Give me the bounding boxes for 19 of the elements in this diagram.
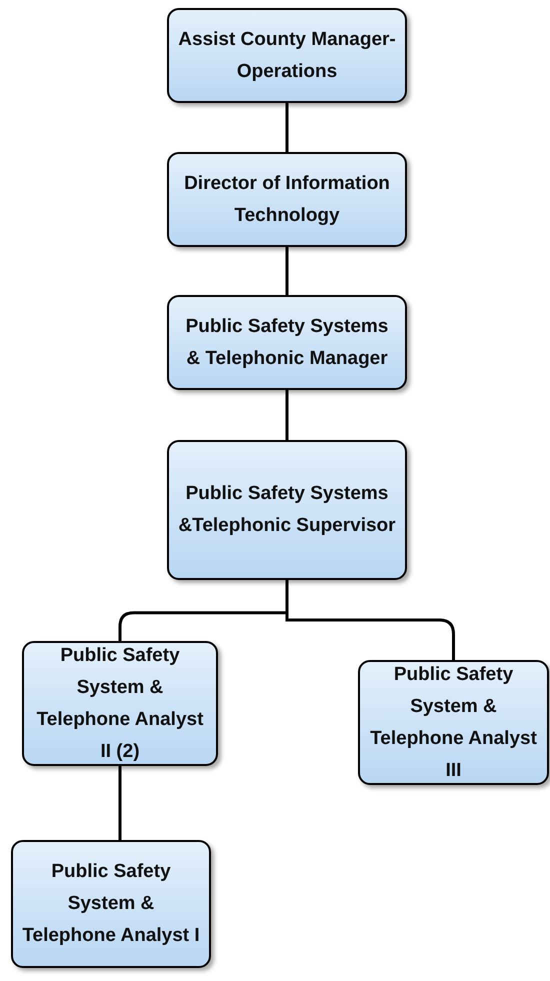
connector-line xyxy=(118,766,122,840)
position-box xyxy=(167,8,407,103)
position-box xyxy=(11,840,211,968)
position-box xyxy=(167,152,407,247)
position-title: Director of Information Technology xyxy=(183,172,391,228)
position-title: Public Safety Systems &Telephonic Supervisor xyxy=(177,482,397,538)
connector-line xyxy=(286,580,455,660)
position-box xyxy=(167,295,407,390)
position-title: Public Safety Systems & Telephonic Manager xyxy=(184,314,390,370)
position-title: Public Safety System & Telephone Analyst I xyxy=(21,860,201,948)
position-title: Public Safety System & Telephone Analyst III xyxy=(369,662,538,782)
connector-line xyxy=(286,247,288,295)
connector-line xyxy=(286,103,288,152)
position-box xyxy=(167,440,407,580)
position-box xyxy=(22,641,218,766)
connector-line xyxy=(286,390,288,440)
position-title: Public Safety System & Telephone Analyst II (2) xyxy=(36,644,204,764)
position-box xyxy=(358,660,549,785)
position-title: Assist County Manager- Operations xyxy=(177,28,397,84)
